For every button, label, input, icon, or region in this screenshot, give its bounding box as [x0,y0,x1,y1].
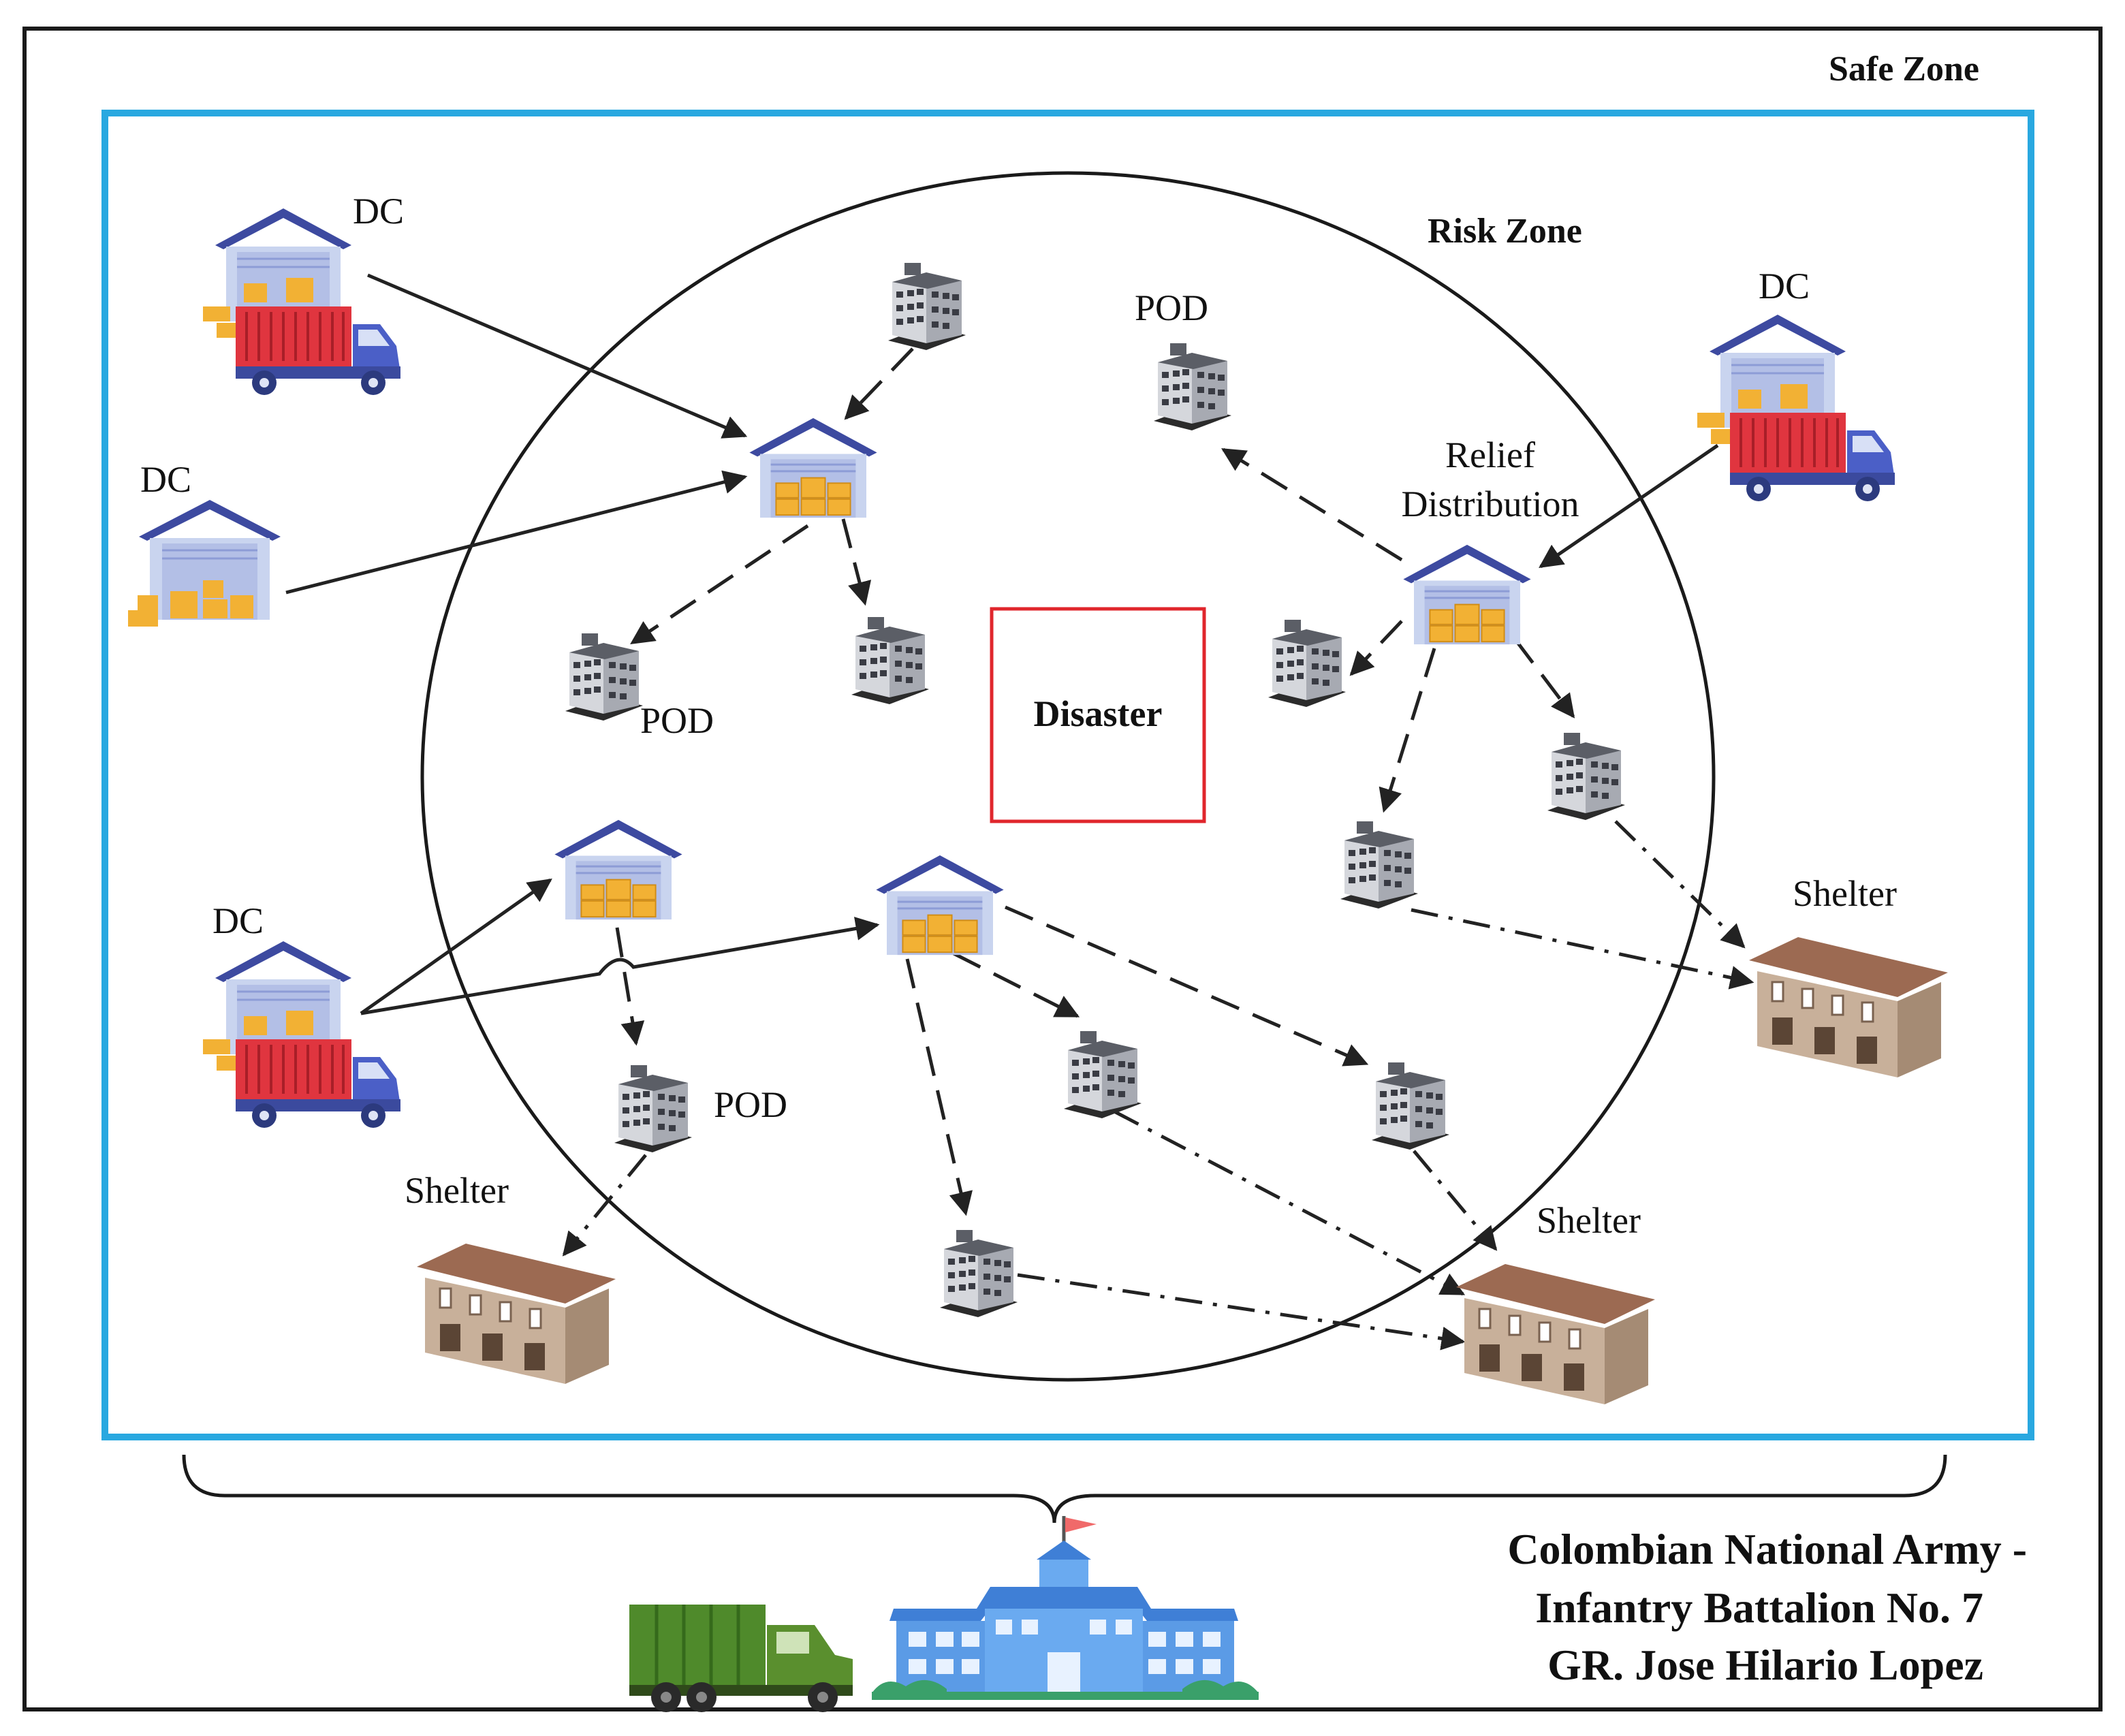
army-label-line3: GR. Jose Hilario Lopez [1547,1641,1983,1689]
shelter-2-label: Shelter [1537,1200,1641,1241]
pod-building-icon [851,617,929,704]
disaster-box [990,607,1206,823]
relief-distribution-2-icon [1402,543,1532,646]
dc-2-label: DC [140,459,191,500]
shelter-3-icon [415,1242,616,1385]
pod-building-icon [888,263,966,350]
relief-distribution-4-icon [875,854,1005,956]
arrow-dc3-to-rdc3 [360,878,552,1015]
dc-1-truck-icon [202,207,402,396]
arrow-dc1-to-rdc1 [367,273,748,439]
supply-arrows [285,273,1719,1015]
pod-building-icon [940,1230,1018,1317]
shelter-2-icon [1455,1263,1655,1406]
relief-distribution-3-icon [553,819,684,921]
safe-zone-label: Safe Zone [1829,50,1979,89]
relief-distribution-label-line1: Relief [1445,435,1535,475]
dc-3-truck-icon [202,940,402,1129]
army-truck-icon [629,1605,853,1712]
outer-frame [22,27,2103,1711]
pod-building-icon [1547,733,1625,820]
pod-3-label: POD [714,1084,787,1125]
risk-zone-circle [420,171,1716,1382]
coverage-brace [182,1454,1947,1524]
battalion-headquarters-icon [872,1516,1259,1700]
shelter-arrows [562,820,1754,1351]
army-label-line1: Colombian National Army - [1507,1525,2027,1573]
relief-distribution-1-icon [748,417,879,519]
pod-building-icon [1064,1031,1142,1118]
dc-3-label: DC [212,900,264,941]
distribution-arrows [615,347,1575,1216]
dc-4-truck-icon [1696,313,1896,503]
safe-zone-border [101,110,2034,1440]
pod-building-icon [614,1065,692,1152]
pod-building-icon [1268,620,1346,707]
shelter-3-label: Shelter [405,1170,509,1211]
pod-building-icon [565,633,643,721]
dc-2-warehouse-icon [128,499,282,628]
arrow-dc2-to-rdc1 [285,470,748,595]
dc-1-label: DC [353,191,404,232]
shelter-1-icon [1748,936,1948,1079]
risk-zone-label: Risk Zone [1428,212,1582,251]
dc-4-label: DC [1759,266,1810,306]
pod-building-icon [1154,343,1231,430]
shelter-1-label: Shelter [1793,873,1897,914]
pod-1-label: POD [1135,287,1208,328]
pod-2-label: POD [640,700,714,741]
pod-building-icon [1340,821,1418,909]
arrow-dc4-to-rdc2 [1539,443,1719,569]
pod-building-icon [1372,1062,1449,1150]
relief-distribution-label-line2: Distribution [1401,484,1579,524]
arrow-dc3-to-rdc4 [360,917,880,1015]
army-label-line2: Infantry Battalion No. 7 [1535,1583,1983,1632]
disaster-label: Disaster [1034,693,1163,734]
